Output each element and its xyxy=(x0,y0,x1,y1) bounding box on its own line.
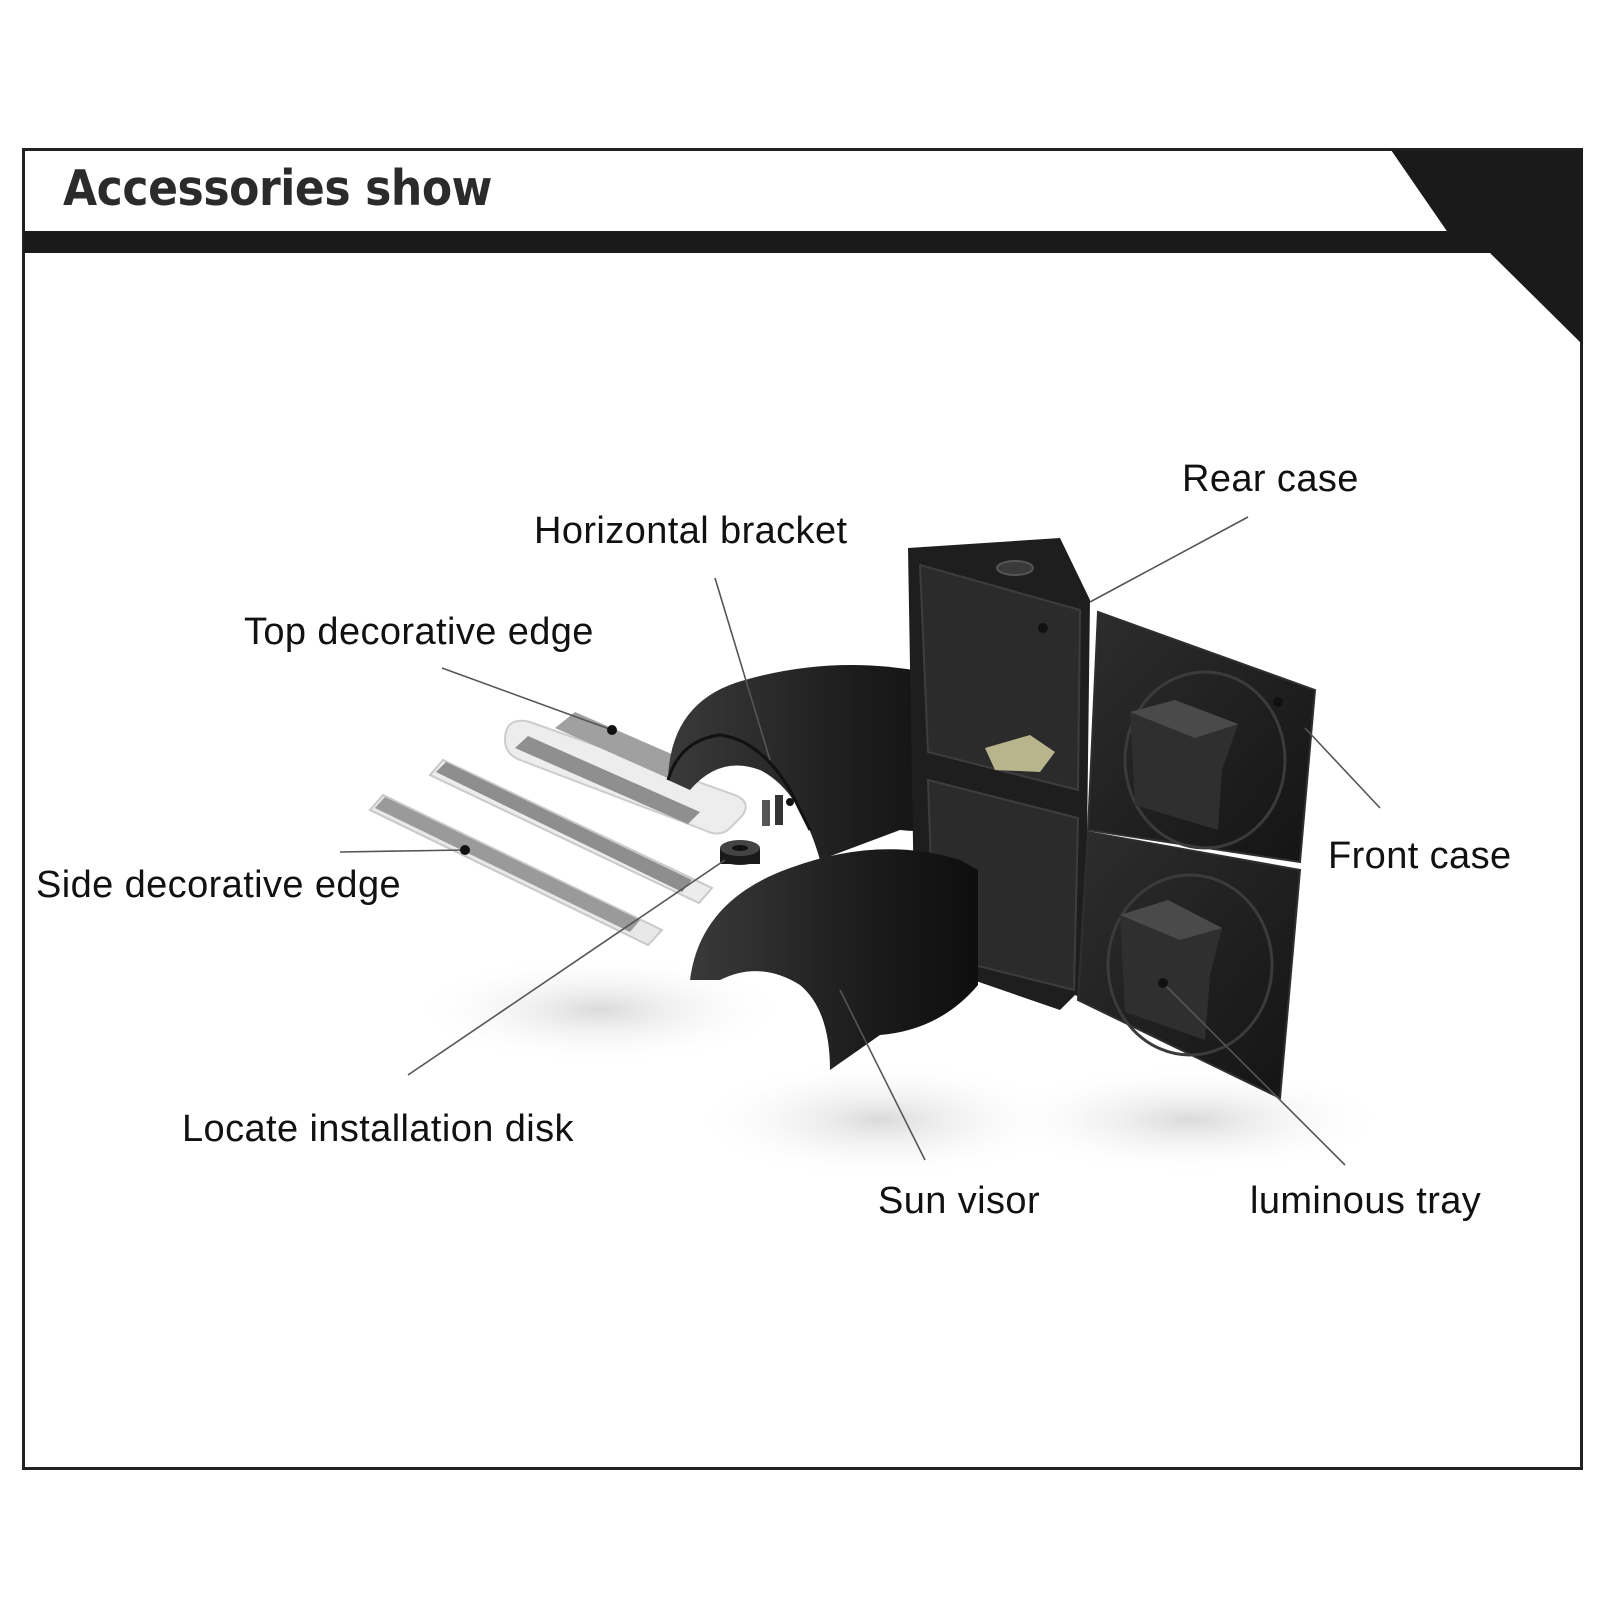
leader-dots xyxy=(460,623,1283,988)
floor-shadows xyxy=(410,955,1390,1180)
label-sun-visor: Sun visor xyxy=(878,1180,1041,1222)
header-bar xyxy=(24,231,1462,253)
accessories-frame xyxy=(22,148,1583,1470)
side-decorative-edge-part xyxy=(368,758,714,947)
top-decorative-edge-part xyxy=(503,712,747,835)
leader-lines xyxy=(339,516,1381,1166)
page-title: Accessories show xyxy=(63,160,492,217)
label-locate-installation-disk: Locate installation disk xyxy=(182,1108,574,1150)
label-horizontal-bracket: Horizontal bracket xyxy=(534,510,848,552)
label-top-decorative-edge: Top decorative edge xyxy=(244,611,594,653)
label-side-decorative-edge: Side decorative edge xyxy=(36,864,402,906)
upper-sun-visor-part xyxy=(666,665,985,860)
lower-sun-visor-part xyxy=(690,849,978,1070)
luminous-tray-part xyxy=(1120,700,1238,1040)
label-rear-case: Rear case xyxy=(1182,458,1359,500)
label-luminous-tray: luminous tray xyxy=(1250,1180,1482,1222)
label-front-case: Front case xyxy=(1328,835,1512,877)
installation-disk-part xyxy=(720,795,783,865)
